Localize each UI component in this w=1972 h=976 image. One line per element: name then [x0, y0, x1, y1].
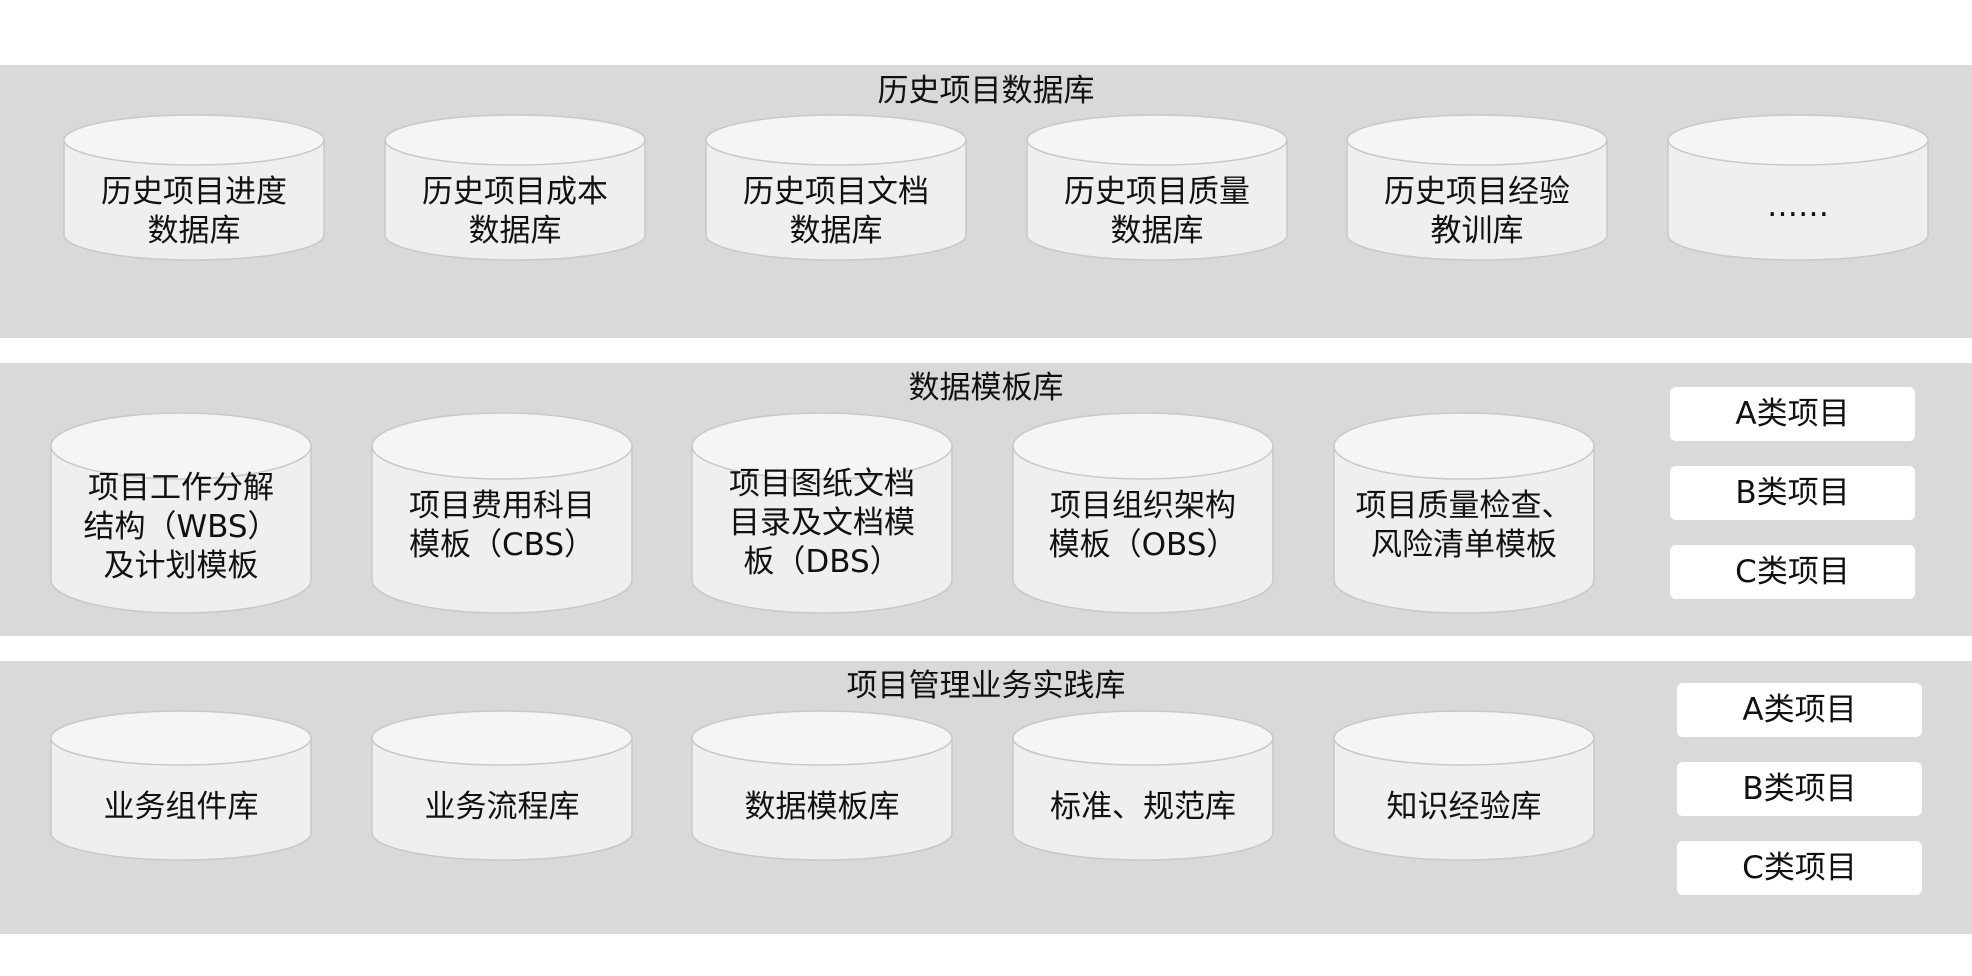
cylinder-icon: [371, 710, 633, 861]
cylinder-icon: [1667, 114, 1929, 261]
quality-risk-template-cylinder[interactable]: 项目质量检查、 风险清单模板: [1333, 412, 1595, 614]
cylinder-label: ……: [1767, 188, 1829, 224]
cylinder-label: 项目费用科目 模板（CBS）: [408, 488, 596, 563]
band-title: 项目管理业务实践库: [846, 668, 1126, 704]
tag-a-project[interactable]: A类项目: [1670, 387, 1915, 441]
cylinder-icon: [50, 412, 312, 614]
cylinder-icon: [63, 114, 325, 261]
business-component-lib-cylinder[interactable]: 业务组件库: [50, 710, 312, 861]
tag-c-project[interactable]: C类项目: [1677, 841, 1922, 895]
more-db-cylinder[interactable]: ……: [1667, 114, 1929, 267]
tag-a-project[interactable]: A类项目: [1677, 683, 1922, 737]
cylinder-icon: [371, 412, 633, 614]
cylinder-label: 项目工作分解 结构（WBS） 及计划模板: [83, 470, 279, 584]
cylinder-label: 历史项目文档 数据库: [743, 174, 929, 249]
cylinder-label: 项目图纸文档 目录及文档模 板（DBS）: [729, 466, 915, 580]
cylinder-label: 业务流程库: [424, 789, 580, 825]
wbs-template-cylinder[interactable]: 项目工作分解 结构（WBS） 及计划模板: [50, 412, 312, 614]
history-quality-db-cylinder[interactable]: 历史项目质量 数据库: [1026, 114, 1288, 267]
cylinder-label: 业务组件库: [103, 789, 259, 825]
tag-b-project[interactable]: B类项目: [1677, 762, 1922, 816]
cylinder-label: 历史项目进度 数据库: [101, 174, 287, 249]
cylinder-icon: [1012, 412, 1274, 614]
tag-c-project[interactable]: C类项目: [1670, 545, 1915, 599]
cylinder-label: 标准、规范库: [1050, 789, 1236, 825]
standards-lib-cylinder[interactable]: 标准、规范库: [1012, 710, 1274, 861]
data-template-lib-cylinder[interactable]: 数据模板库: [691, 710, 953, 861]
history-lessons-db-cylinder[interactable]: 历史项目经验 教训库: [1346, 114, 1608, 267]
cylinder-label: 历史项目质量 数据库: [1064, 174, 1250, 249]
cylinder-icon: [691, 710, 953, 861]
cylinder-icon: [384, 114, 646, 261]
history-schedule-db-cylinder[interactable]: 历史项目进度 数据库: [63, 114, 325, 267]
band-data-template-lib: 数据模板库 项目工作分解 结构（WBS） 及计划模板 项目费用科目 模板（CBS…: [0, 363, 1972, 636]
knowledge-lib-cylinder[interactable]: 知识经验库: [1333, 710, 1595, 861]
cylinder-icon: [1012, 710, 1274, 861]
cylinder-label: 项目质量检查、 风险清单模板: [1355, 488, 1573, 563]
obs-template-cylinder[interactable]: 项目组织架构 模板（OBS）: [1012, 412, 1274, 614]
cylinder-icon: [1026, 114, 1288, 261]
cylinder-label: 数据模板库: [744, 789, 900, 825]
cylinder-icon: [1333, 412, 1595, 614]
band-title: 历史项目数据库: [877, 73, 1095, 109]
business-process-lib-cylinder[interactable]: 业务流程库: [371, 710, 633, 861]
band-title: 数据模板库: [908, 370, 1064, 406]
history-cost-db-cylinder[interactable]: 历史项目成本 数据库: [384, 114, 646, 267]
cylinder-icon: [50, 710, 312, 861]
dbs-template-cylinder[interactable]: 项目图纸文档 目录及文档模 板（DBS）: [691, 412, 953, 614]
cylinder-icon: [705, 114, 967, 261]
band-history-db: 历史项目数据库 历史项目进度 数据库 历史项目成本 数据库 历史项目文档 数据库…: [0, 65, 1972, 338]
cbs-template-cylinder[interactable]: 项目费用科目 模板（CBS）: [371, 412, 633, 614]
history-document-db-cylinder[interactable]: 历史项目文档 数据库: [705, 114, 967, 267]
cylinder-icon: [1346, 114, 1608, 261]
cylinder-label: 项目组织架构 模板（OBS）: [1048, 488, 1238, 563]
tag-b-project[interactable]: B类项目: [1670, 466, 1915, 520]
band-practice-lib: 项目管理业务实践库 业务组件库 业务流程库 数据模板库 标准、规范库 知识经验库…: [0, 661, 1972, 934]
cylinder-icon: [691, 412, 953, 614]
cylinder-icon: [1333, 710, 1595, 861]
cylinder-label: 历史项目成本 数据库: [422, 174, 608, 249]
cylinder-label: 知识经验库: [1386, 789, 1542, 825]
cylinder-label: 历史项目经验 教训库: [1384, 174, 1570, 249]
